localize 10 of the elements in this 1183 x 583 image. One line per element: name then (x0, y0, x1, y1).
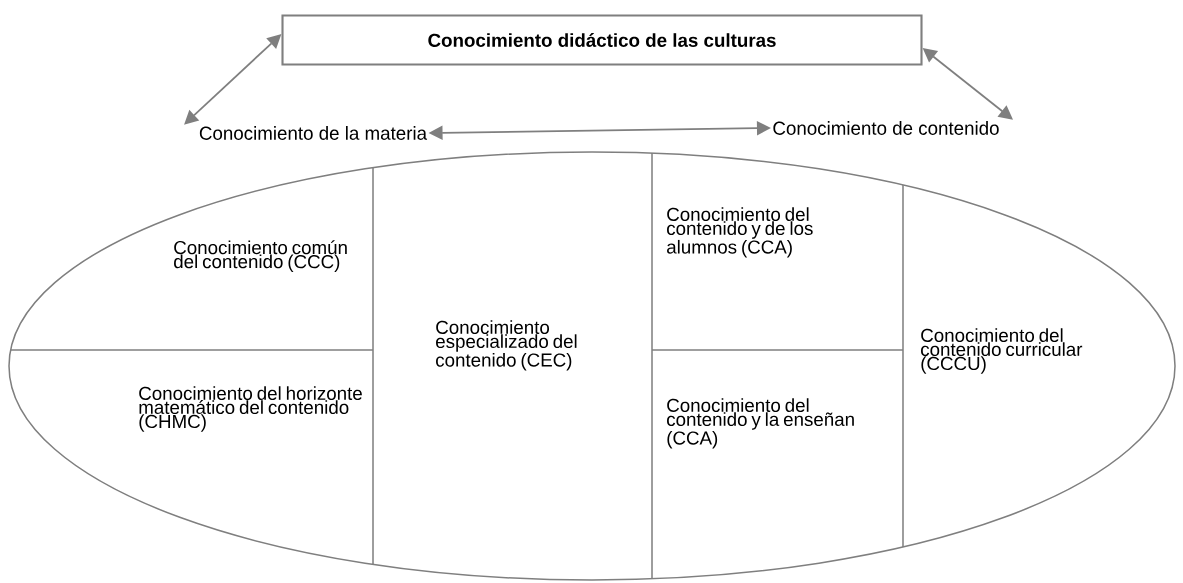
section-label: Conocimiento del contenido y de los alumnos (CCA) (667, 207, 813, 258)
concept-label: Conocimiento de contenido (773, 121, 999, 135)
section-label: Conocimiento común del contenido (CCC) (174, 240, 347, 272)
ellipse (8, 151, 1176, 581)
section-label: Conocimiento del contenido curricular (CCCU) (921, 328, 1083, 374)
section-label: Conocimiento del horizonte matemático del contenido (CHMC) (139, 386, 362, 432)
section-label: Conocimiento del contenido y la enseñan (CCA) (667, 398, 854, 449)
concept-label: Conocimiento de la materia (199, 126, 428, 140)
section-label: Conocimiento especializado del contenido (CEC) (436, 320, 577, 371)
title-box: Conocimiento didáctico de las culturas (281, 14, 923, 66)
